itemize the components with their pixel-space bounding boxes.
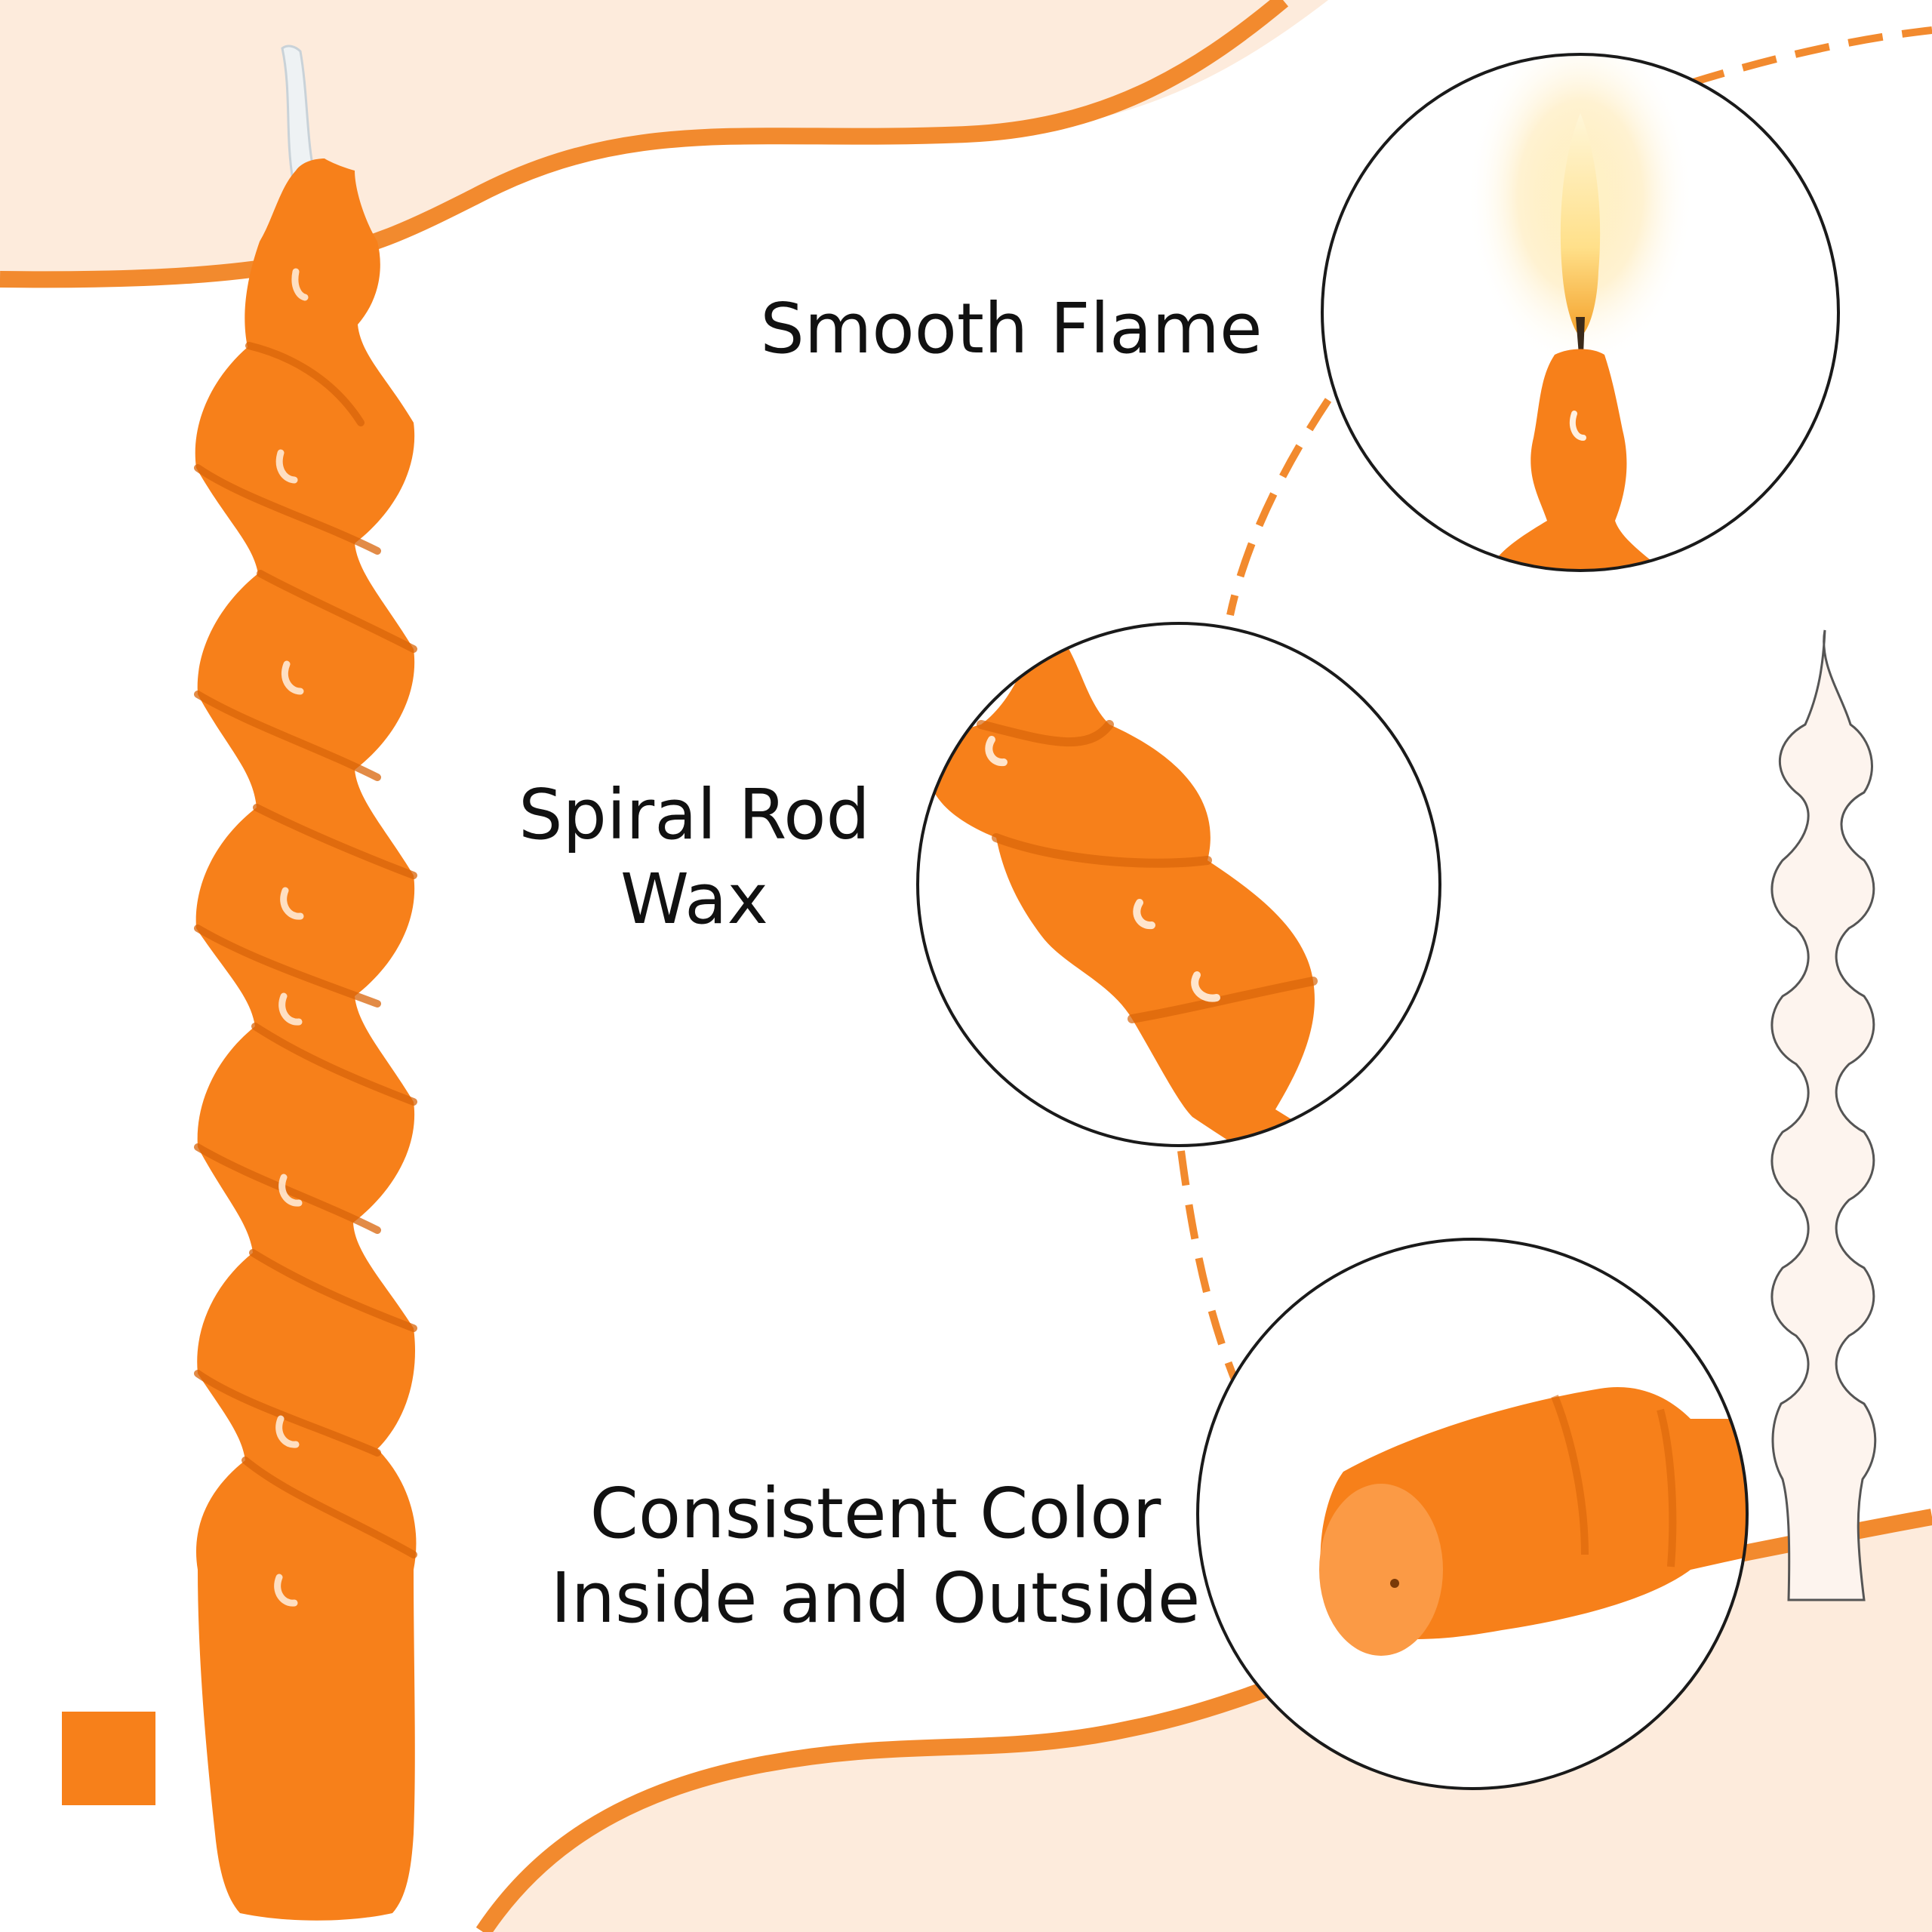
candle-wick [281,45,317,181]
spiral-closeup [928,623,1434,1146]
detail-circle-base [1196,1238,1749,1790]
dashed-connector-spiral-base [1177,1150,1241,1389]
detail-circle-spiral [916,622,1441,1147]
dashed-connector-flame-spiral [1226,398,1332,617]
candle-base-cut-face [1319,1484,1443,1656]
candle-outline-sketch [1770,629,1877,1601]
caption-line: Spiral Rod [518,774,870,855]
detail-circle-flame [1321,53,1840,572]
candle-body [195,158,417,1921]
caption-spiral-rod-wax: Spiral Rod Wax [468,773,921,942]
flame-icon [1560,113,1601,337]
color-swatch [62,1712,155,1805]
caption-line: Smooth Flame [760,288,1263,369]
dashed-connector-top [1689,26,1932,87]
caption-line: Inside and Outside [550,1558,1201,1638]
flame-candle-tip [1472,349,1706,571]
caption-line: Wax [620,859,768,940]
caption-smooth-flame: Smooth Flame [724,287,1298,371]
caption-consistent-color: Consistent Color Inside and Outside [543,1472,1208,1641]
spiral-candle-main [194,45,417,1921]
caption-line: Consistent Color [589,1473,1161,1554]
